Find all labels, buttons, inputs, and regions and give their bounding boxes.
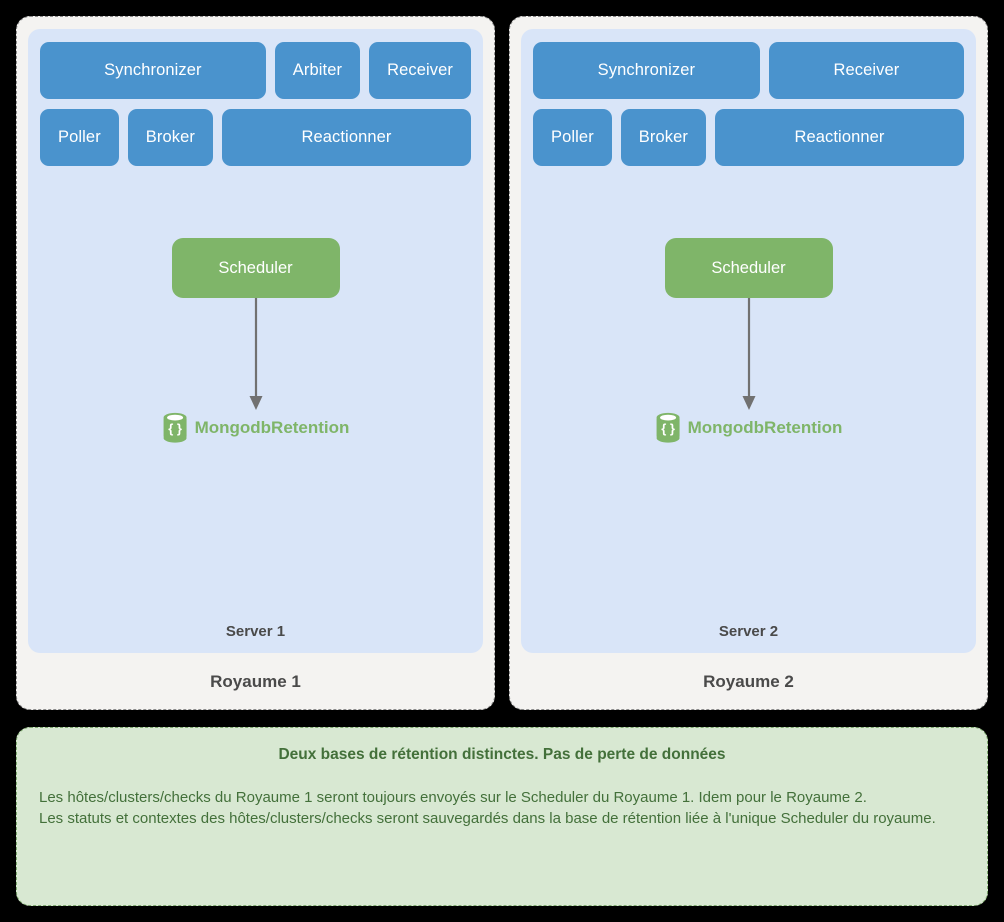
daemon-box-broker[interactable]: Broker [127, 109, 213, 166]
down-arrow-icon [742, 298, 755, 410]
daemon-box-poller-2[interactable]: Poller [533, 109, 612, 166]
scheduler-flow-1: Scheduler { } MongodbRetent [40, 166, 471, 624]
realm-card-1[interactable]: Synchronizer Arbiter Receiver Poller Bro… [16, 16, 495, 710]
server-label-1: Server 1 [225, 623, 286, 640]
scheduler-flow-2: Scheduler { } MongodbRetent [533, 166, 964, 624]
realm-card-2[interactable]: Synchronizer Receiver Poller Broker Reac… [509, 16, 988, 710]
scheduler-box-1[interactable]: Scheduler [171, 238, 340, 298]
daemon-grid-2: Synchronizer Receiver Poller Broker Reac… [533, 42, 964, 166]
realms-row: Synchronizer Arbiter Receiver Poller Bro… [16, 16, 988, 710]
daemon-box-receiver-2[interactable]: Receiver [768, 42, 964, 99]
daemon-box-broker-2[interactable]: Broker [620, 109, 706, 166]
daemon-box-synchronizer[interactable]: Synchronizer [40, 42, 266, 99]
note-paragraph-1: Les hôtes/clusters/checks du Royaume 1 s… [39, 788, 867, 806]
note-box: Deux bases de rétention distinctes. Pas … [16, 727, 988, 906]
daemon-box-arbiter[interactable]: Arbiter [274, 42, 361, 99]
daemon-box-reactionner[interactable]: Reactionner [222, 109, 471, 166]
scheduler-box-2[interactable]: Scheduler [664, 238, 833, 298]
svg-text:{ }: { } [168, 421, 182, 436]
server-panel-1: Synchronizer Arbiter Receiver Poller Bro… [28, 29, 483, 653]
note-paragraph-2: Les statuts et contextes des hôtes/clust… [39, 810, 936, 828]
daemon-row-1-2: Poller Broker Reactionner [40, 109, 471, 166]
svg-text:{ }: { } [661, 421, 675, 436]
daemon-box-receiver[interactable]: Receiver [369, 42, 471, 99]
database-label-2: MongodbRetention [687, 418, 843, 437]
daemon-box-synchronizer-2[interactable]: Synchronizer [533, 42, 760, 99]
note-title: Deux bases de rétention distinctes. Pas … [278, 746, 726, 763]
server-panel-2: Synchronizer Receiver Poller Broker Reac… [521, 29, 976, 653]
database-label-1: MongodbRetention [194, 418, 350, 437]
database-cylinder-icon: { } [163, 412, 187, 443]
daemon-box-poller[interactable]: Poller [40, 109, 119, 166]
database-node-1[interactable]: { } MongodbRetention [162, 412, 350, 443]
daemon-box-reactionner-2[interactable]: Reactionner [715, 109, 964, 166]
down-arrow-icon [249, 298, 262, 410]
daemon-grid-1: Synchronizer Arbiter Receiver Poller Bro… [40, 42, 471, 166]
daemon-row-2-1: Synchronizer Receiver [533, 42, 964, 99]
database-cylinder-icon: { } [656, 412, 680, 443]
realm-label-2: Royaume 2 [703, 671, 794, 691]
realm-label-1: Royaume 1 [210, 671, 301, 691]
database-node-2[interactable]: { } MongodbRetention [655, 412, 843, 443]
daemon-row-1-1: Synchronizer Arbiter Receiver [40, 42, 471, 99]
note-body: Les hôtes/clusters/checks du Royaume 1 s… [39, 787, 965, 831]
server-label-2: Server 2 [718, 623, 779, 640]
daemon-row-2-2: Poller Broker Reactionner [533, 109, 964, 166]
